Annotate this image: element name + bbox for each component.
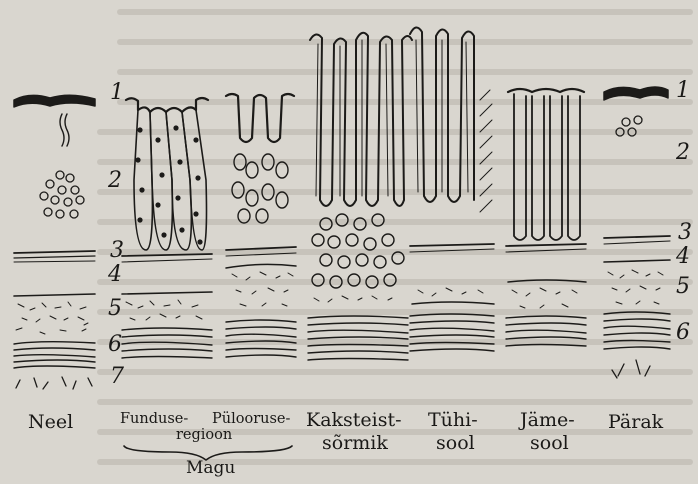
layer-number-left-4: 4 xyxy=(108,264,122,286)
label-pylooruse-regioon-top: Pülooruse- xyxy=(212,412,290,427)
label-tyhisool-bottom: sool xyxy=(436,434,475,453)
layer-number-left-6: 6 xyxy=(108,334,122,356)
label-neel: Neel xyxy=(28,413,73,432)
neel-duct xyxy=(60,114,64,146)
label-parak: Pärak xyxy=(608,413,663,432)
layer-number-left-7: 7 xyxy=(110,366,124,388)
layer-number-right-5: 5 xyxy=(676,276,690,298)
background-text-texture xyxy=(100,12,690,462)
label-jamesool-top: Jäme- xyxy=(520,411,575,430)
layer-number-left-1: 1 xyxy=(110,82,124,104)
layer-number-right-6: 6 xyxy=(676,322,690,344)
neel-glands xyxy=(40,171,84,218)
colon-surface xyxy=(508,89,584,92)
section-jamesool xyxy=(506,89,586,346)
label-jamesool-bottom: sool xyxy=(530,434,569,453)
layer-number-left-3: 3 xyxy=(110,240,124,262)
neel-serosa xyxy=(16,377,92,389)
label-tyhisool-top: Tühi- xyxy=(428,411,478,430)
pylorus-submucosa xyxy=(226,264,296,306)
label-kaksteistsormik-top: Kaksteist- xyxy=(306,411,402,430)
jejunum-villi xyxy=(410,27,474,202)
neel-submucosa xyxy=(16,302,88,334)
neel-epithelium xyxy=(14,95,95,107)
colon-crypts xyxy=(514,94,580,240)
label-pylooruse-regioon-bottom: regioon xyxy=(176,428,232,443)
label-magu: Magu xyxy=(186,460,235,477)
jejunum-muscle xyxy=(410,314,494,351)
duodenum-muscle xyxy=(308,316,408,360)
anus-epithelium xyxy=(604,87,668,100)
layer-number-right-4: 4 xyxy=(676,246,690,268)
layer-number-right-2: 2 xyxy=(676,142,690,164)
section-neel xyxy=(14,95,95,389)
section-funduse-regioon xyxy=(122,98,212,358)
duodenum-villi xyxy=(310,33,412,206)
layer-number-right-3: 3 xyxy=(678,222,692,244)
layer-number-right-1: 1 xyxy=(676,80,690,102)
anus-submucosa xyxy=(608,270,663,304)
layer-number-left-2: 2 xyxy=(108,170,122,192)
layer-number-left-5: 5 xyxy=(108,298,122,320)
label-funduse-regioon: Funduse- xyxy=(120,412,188,427)
neel-muscle xyxy=(14,342,95,368)
label-kaksteistsormik-bottom: sõrmik xyxy=(322,434,388,453)
pylorus-muscle xyxy=(226,320,296,357)
